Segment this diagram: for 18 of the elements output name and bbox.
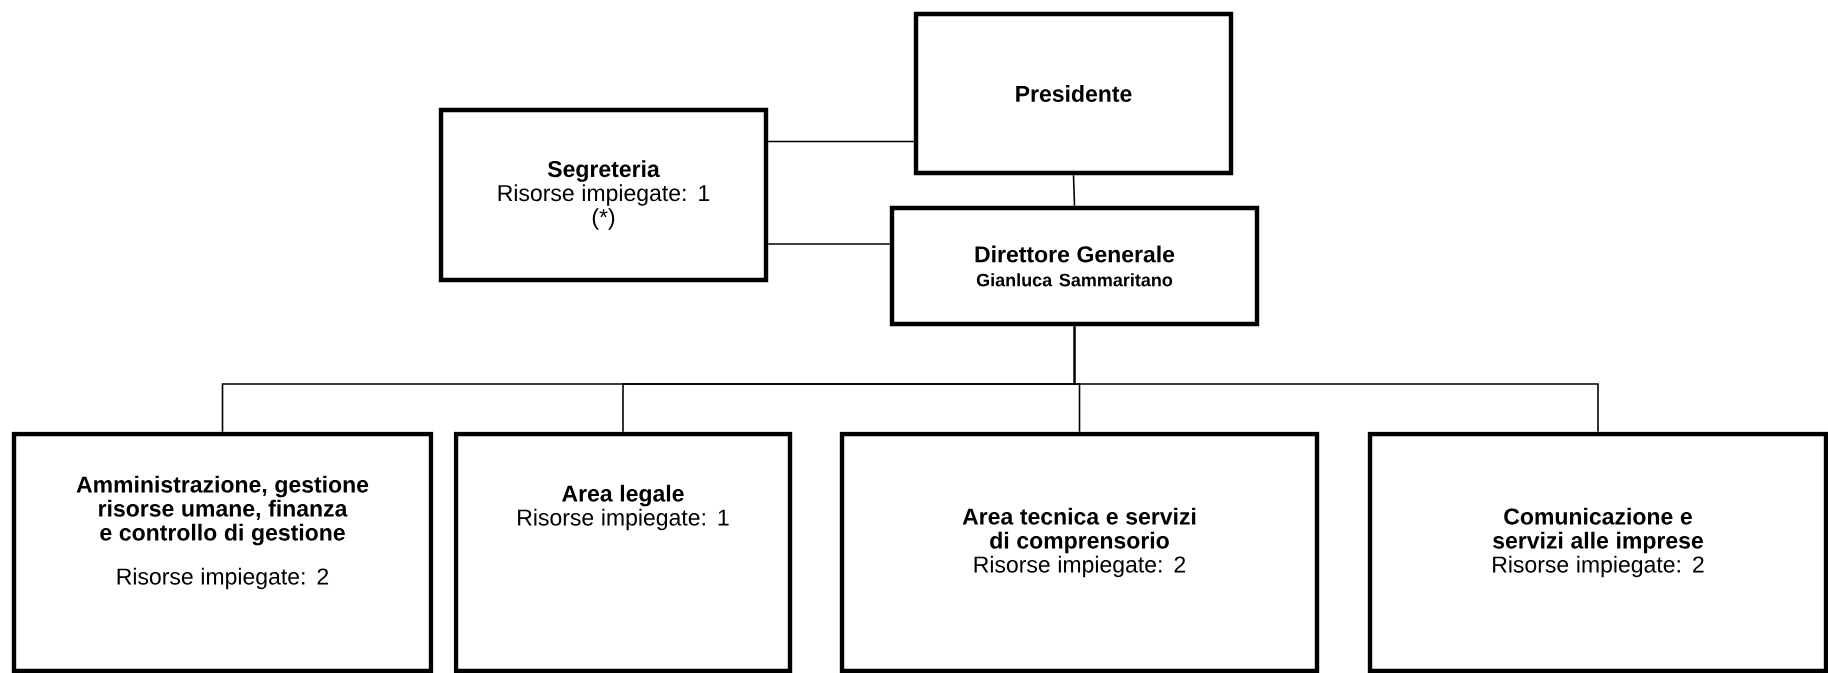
- connector-line: [767, 243, 891, 245]
- box-text: Area tecnica e servizi di comprensorio Risorse impiegate: 2: [962, 507, 1196, 578]
- org-box: [438, 107, 769, 283]
- org-box: [839, 431, 1320, 673]
- box-text: Segreteria Risorse impiegate: 1 (*): [498, 160, 710, 230]
- box-text: Amministrazione, gestione risorse umane, finanza e controllo di gestione Risorse impiegate: 2: [76, 475, 369, 590]
- box-text: Direttore Generale Gianluca Sammaritano: [975, 245, 1175, 287]
- org-box: [11, 431, 434, 673]
- org-box: [913, 11, 1234, 176]
- org-box: [453, 431, 793, 673]
- connector-line: [767, 140, 915, 143]
- box-text: Presidente: [1016, 85, 1132, 102]
- org-box: [889, 205, 1260, 327]
- connector-line: [1073, 325, 1599, 433]
- org-box: [1367, 431, 1828, 673]
- box-text: Area legale Risorse impiegate: 1: [518, 484, 729, 531]
- connector-line: [1072, 174, 1076, 207]
- box-text: Comunicazione e servizi alle imprese Risorse impiegate: 2: [1493, 507, 1704, 578]
